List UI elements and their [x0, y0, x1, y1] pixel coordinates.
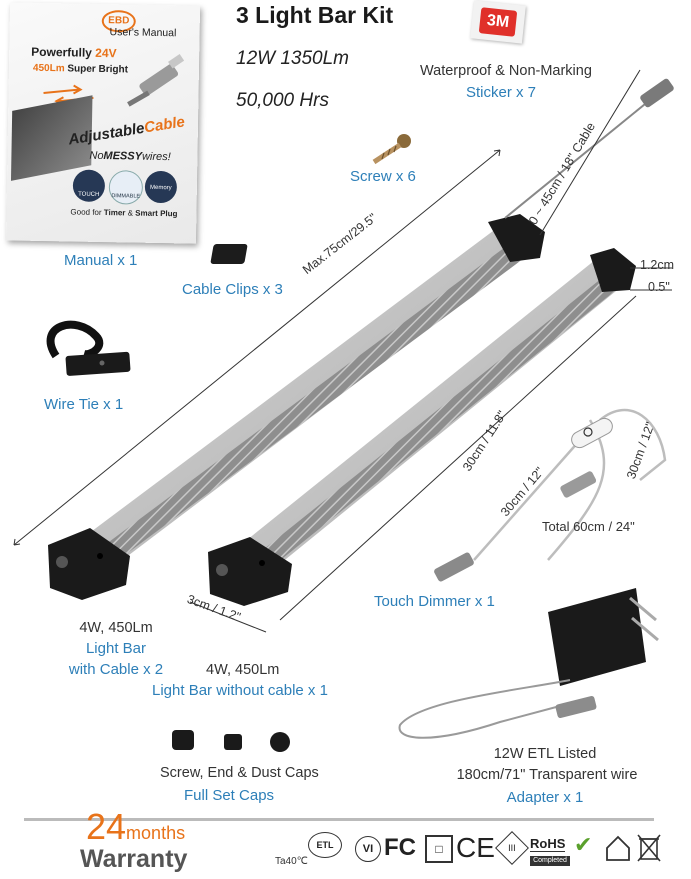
check-icon: ✔	[574, 832, 593, 857]
touch-dimmer-caption: Touch Dimmer x 1	[374, 593, 495, 610]
height-cm-label: 1.2cm	[640, 258, 675, 272]
page-title: 3 Light Bar Kit	[236, 2, 394, 28]
ce-cert-icon: CE	[456, 832, 495, 863]
dimmer-wire-c	[473, 439, 581, 561]
bar-2-far-cap	[590, 248, 636, 292]
sticker-caption: Sticker x 7	[466, 84, 537, 101]
footer-divider	[24, 818, 654, 821]
bar-2-spec: 4W, 450Lm	[206, 662, 280, 678]
manual-caption: Manual x 1	[64, 252, 138, 269]
caps-description: Screw, End & Dust Caps	[160, 765, 319, 781]
adapter-spec-2: 180cm/71" Transparent wire	[456, 767, 638, 783]
adapter-spec-1: 12W ETL Listed	[493, 746, 597, 762]
total-cable-label: Total 60cm / 24"	[542, 519, 635, 534]
indoor-use-icon	[606, 835, 630, 861]
dust-cap-icon	[270, 732, 290, 752]
dimmer-plug-male	[560, 471, 597, 498]
caps-caption: Full Set Caps	[184, 787, 275, 804]
bar-1-cable	[504, 99, 651, 219]
bar-1-caption-line1: Light Bar	[85, 640, 147, 657]
height-in-label: 0.5"	[648, 280, 670, 294]
height-dimension	[630, 267, 672, 291]
bar-1-spec: 4W, 450Lm	[79, 620, 153, 636]
bar-1-caption-line2: with Cable x 2	[68, 661, 164, 678]
sticker-description: Waterproof & Non-Marking	[420, 63, 592, 79]
cable-clips-caption: Cable Clips x 3	[182, 281, 283, 298]
power-spec: 12W 1350Lm	[236, 48, 350, 69]
light-bar-1-leds	[78, 236, 535, 578]
plug-illustration-icon	[127, 54, 185, 107]
wire-tie-icon	[46, 320, 131, 376]
dimmer-plug-female	[434, 552, 474, 582]
wire-tie-caption: Wire Tie x 1	[44, 396, 124, 413]
screw-cap-icon	[172, 730, 194, 750]
dimmer-wire-b	[599, 408, 667, 481]
adapter-plug	[555, 696, 597, 718]
power-adapter	[548, 588, 646, 686]
bar-1-far-cap	[488, 214, 545, 262]
fc-cert-icon: FC	[384, 834, 416, 861]
adapter-wire	[398, 679, 571, 739]
bar-length-dimension	[13, 149, 501, 546]
vi-cert-icon: VI	[355, 836, 381, 862]
bar-2-caption: Light Bar without cable x 1	[152, 682, 328, 699]
rohs-completed-badge: Completed	[530, 856, 570, 866]
warranty-label: Warranty	[80, 845, 188, 873]
bar-1-connector	[640, 78, 674, 108]
weee-bin-icon	[637, 834, 661, 862]
screw-icon	[372, 134, 411, 165]
warranty-term: 24months	[86, 806, 186, 847]
bar-1-end-cap	[48, 528, 130, 600]
user-manual-booklet: EBD User's Manual Powerfully 24V 450Lm S…	[5, 2, 201, 244]
temperature-rating: Ta40℃	[275, 856, 308, 867]
etl-cert-icon: ETL	[308, 832, 342, 858]
light-bar-2-leds	[238, 270, 626, 583]
bar-2-end-cap	[208, 537, 292, 606]
screw-caption: Screw x 6	[350, 168, 416, 185]
cable-length-dimension	[539, 69, 641, 236]
rohs-cert-icon: RoHS	[530, 836, 566, 852]
width-dimension	[189, 601, 267, 633]
adapter-caption: Adapter x 1	[506, 789, 584, 806]
bar-2-length-dimension	[279, 295, 637, 621]
power-icon	[583, 427, 593, 437]
life-spec: 50,000 Hrs	[236, 90, 329, 111]
double-insulation-icon: □	[425, 835, 453, 863]
end-cap-icon	[224, 734, 242, 750]
